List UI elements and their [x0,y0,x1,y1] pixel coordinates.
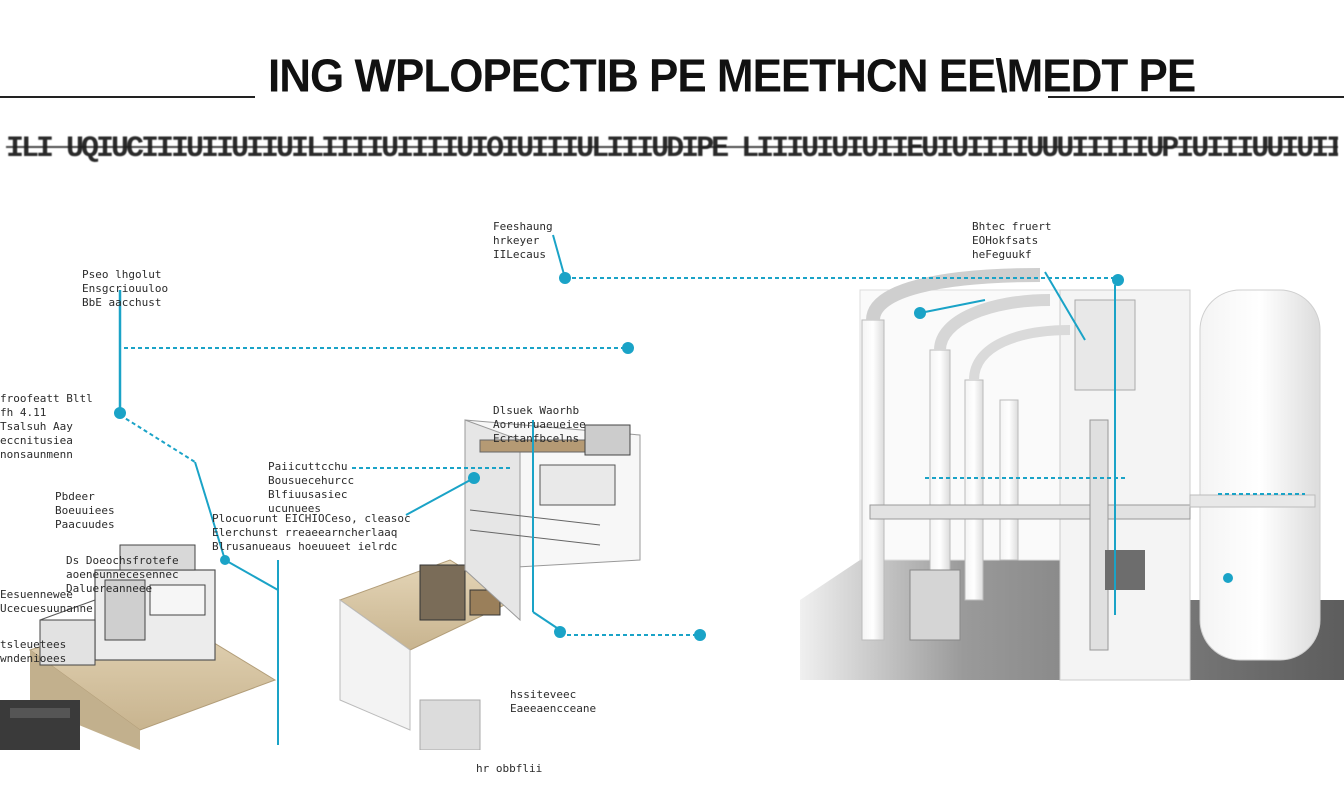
title-area: ING WPLOPECTIB PE MEETHCN EE\MEDT PE [0,50,1344,108]
diagram-stage: ING WPLOPECTIB PE MEETHCN EE\MEDT PE ILI… [0,50,1344,775]
leader-dot-icon [114,272,1233,641]
page-title: ING WPLOPECTIB PE MEETHCN EE\MEDT PE [268,50,1196,103]
process-illustration [0,234,1344,750]
callout-13: hr obbflii [476,762,543,775]
left-machine-group [0,544,277,750]
middle-machine-group [338,419,641,750]
leader-lines [118,234,1305,745]
right-process-hall [800,268,1344,681]
title-rule-right [1048,96,1344,98]
subtitle-band: ILI UQIUCIIIUIIUIIUILIIIIUIIIIUIOIUIIIUL… [6,132,1338,172]
title-rule-left [0,96,255,98]
